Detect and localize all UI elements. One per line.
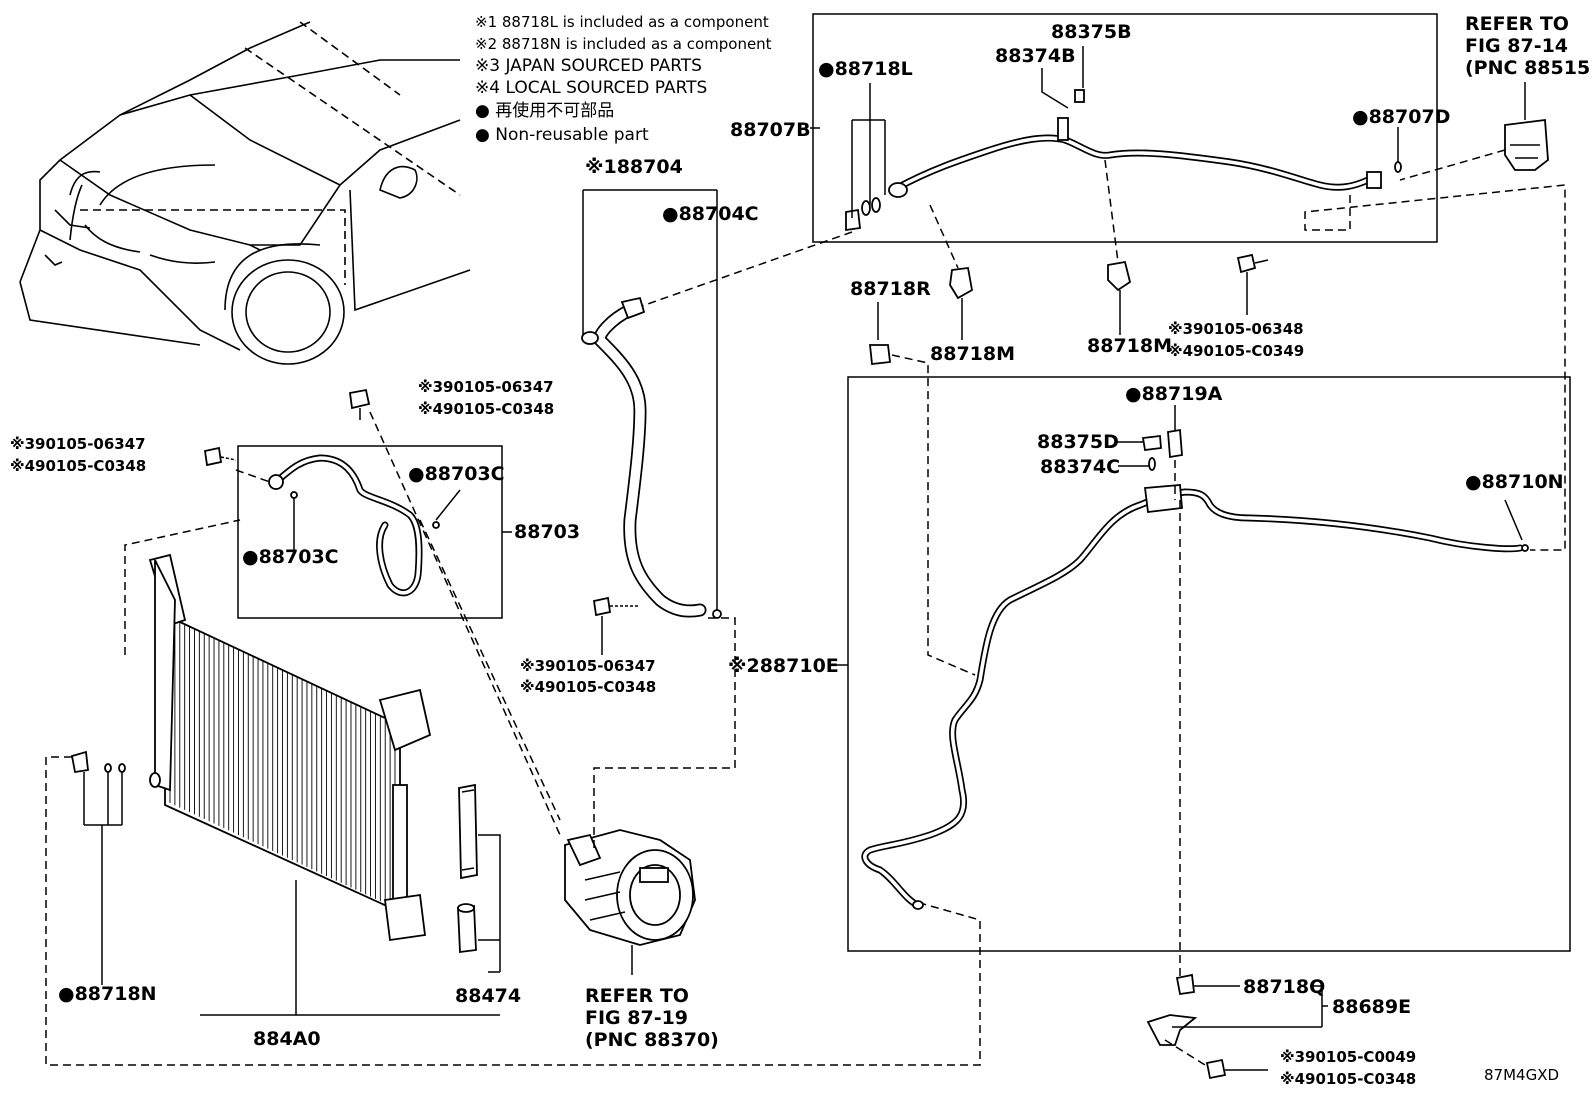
refer-label-1c: (PNC 88515) (1465, 57, 1592, 79)
refer-label-1a: REFER TO (1465, 13, 1569, 35)
condenser-fins (169, 618, 396, 908)
compressor (564, 829, 696, 975)
refer-label-2c: (PNC 88370) (585, 1029, 719, 1051)
label-88375b: 88375B (1051, 21, 1132, 43)
label-88703c-bottom: ●88703C (242, 546, 339, 568)
note-4: ※4 LOCAL SOURCED PARTS (475, 78, 707, 98)
hose-88703 (268, 454, 512, 597)
label-88719a: ●88719A (1125, 383, 1223, 405)
label-bolt-mid-06347-3: ※390105-06347 (520, 657, 656, 675)
hose-88704 (581, 189, 722, 619)
leaders-condenser (200, 880, 500, 1016)
label-88718q: 88718Q (1243, 976, 1325, 998)
note-3: ※3 JAPAN SOURCED PARTS (475, 56, 702, 76)
label-88703c-top: ●88703C (408, 463, 505, 485)
label-88375d: 88375D (1037, 431, 1119, 453)
vehicle-location-sketch (19, 21, 471, 365)
note-2: ※2 88718N is included as a component (475, 35, 772, 53)
label-88718r: 88718R (850, 278, 931, 300)
pipe-88707b (845, 89, 1402, 232)
legend-notes: ※1 88718L is included as a component ※2 … (475, 13, 772, 145)
leaders-top-box (810, 46, 1399, 218)
label-88707d: ●88707D (1352, 106, 1450, 128)
refer-label-2a: REFER TO (585, 985, 689, 1007)
parts-88718n (70, 750, 126, 985)
label-88718m-right: 88718M (1087, 335, 1172, 357)
label-88718n: ●88718N (58, 983, 157, 1005)
label-88704c: ●88704C (662, 203, 759, 225)
illustration-code: 87M4GXD (1484, 1066, 1559, 1084)
parts-88474 (457, 783, 501, 973)
label-88689e: 88689E (1332, 996, 1411, 1018)
label-bolt-06348-3: ※390105-06348 (1168, 320, 1304, 338)
note-5: ● 再使用不可部品 (475, 100, 614, 121)
label-884a0: 884A0 (253, 1028, 321, 1050)
bolt-90105-06348 (1236, 253, 1269, 315)
label-bolt-left-06347-4: ※490105-C0348 (10, 457, 146, 475)
service-valve-parts (1115, 405, 1183, 471)
label-88374b: 88374B (995, 45, 1076, 67)
bolt-mid-06347 (592, 596, 640, 655)
bolt-left-06347 (203, 446, 237, 467)
label-bolt-06348-4: ※490105-C0349 (1168, 342, 1304, 360)
label-bolt-top-06347-3: ※390105-06347 (418, 378, 554, 396)
label-88718m-left: 88718M (930, 343, 1015, 365)
expansion-valve-part (1504, 82, 1549, 171)
refer-label-2b: FIG 87-19 (585, 1007, 688, 1029)
label-bolt-mid-06347-4: ※490105-C0348 (520, 678, 656, 696)
label-88718l: ●88718L (818, 58, 913, 80)
label-bolt-c0049-3: ※390105-C0049 (1280, 1048, 1416, 1066)
label-bolt-top-06347-4: ※490105-C0348 (418, 400, 554, 418)
label-88474: 88474 (455, 985, 521, 1007)
clip-88718r (869, 302, 976, 676)
label-88374c: 88374C (1040, 456, 1120, 478)
label-88703: 88703 (514, 521, 580, 543)
label-88710n: ●88710N (1465, 471, 1564, 493)
bolt-top-06347 (348, 388, 371, 420)
label-88710e: ※288710E (728, 655, 839, 677)
note-6: ● Non-reusable part (475, 125, 649, 145)
label-88704: ※188704 (585, 156, 683, 178)
refer-label-1b: FIG 87-14 (1465, 35, 1568, 57)
clamp-88718m-right (1104, 159, 1132, 335)
clamp-88718m-left (929, 204, 973, 340)
label-bolt-c0049-4: ※490105-C0348 (1280, 1070, 1416, 1088)
condenser-884a0 (148, 553, 432, 942)
label-bolt-left-06347-3: ※390105-06347 (10, 435, 146, 453)
label-88707b: 88707B (730, 119, 811, 141)
note-1: ※1 88718L is included as a component (475, 13, 769, 31)
pipe-88710e (861, 484, 1529, 910)
box-88710e-group (847, 376, 1571, 952)
bracket-88689e (1146, 973, 1328, 1080)
